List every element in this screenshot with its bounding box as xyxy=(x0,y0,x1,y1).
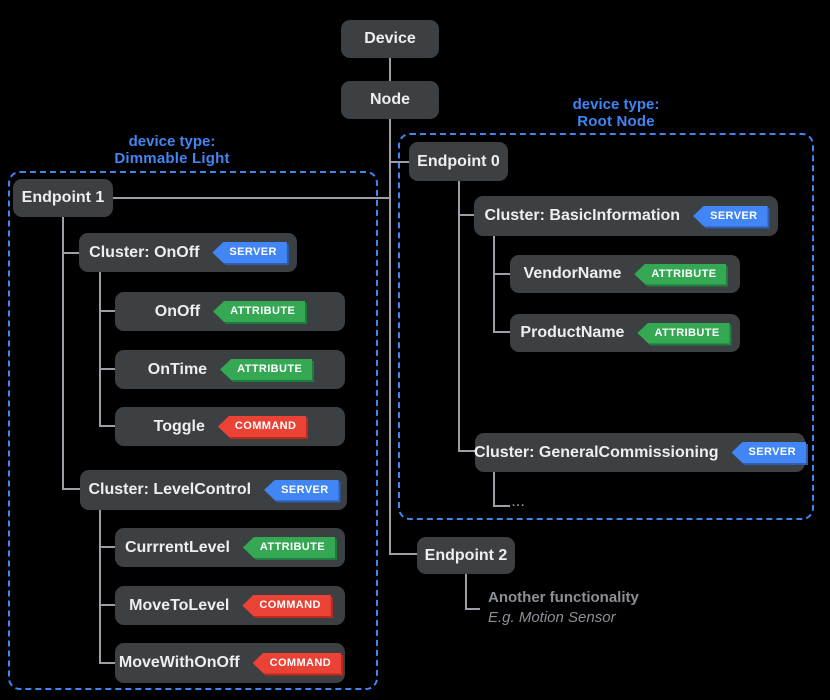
movetolevel-command-box: MoveToLevel COMMAND xyxy=(115,586,345,625)
server-badge: SERVER xyxy=(212,242,289,265)
attribute-badge: ATTRIBUTE xyxy=(634,263,729,287)
currrentlevel-label: CurrrentLevel xyxy=(124,538,230,556)
connector xyxy=(99,368,115,370)
connector xyxy=(389,119,391,555)
onoff-label: OnOff xyxy=(154,302,201,320)
connector xyxy=(465,608,480,610)
connector xyxy=(458,214,474,216)
ontime-label: OnTime xyxy=(147,360,208,378)
command-badge: COMMAND xyxy=(252,652,344,676)
cluster-levelcontrol-label: Cluster: LevelControl xyxy=(88,481,252,498)
server-badge: SERVER xyxy=(264,479,341,503)
endpoint-2-label: Endpoint 2 xyxy=(424,546,508,564)
endpoint-1-label: Endpoint 1 xyxy=(21,189,105,206)
connector xyxy=(465,573,467,610)
toggle-label: Toggle xyxy=(153,417,205,435)
endpoint-2-note: Another functionality E.g. Motion Sensor xyxy=(488,588,639,628)
attribute-badge: ATTRIBUTE xyxy=(213,301,308,324)
dimmable-light-group-outline xyxy=(8,171,378,690)
endpoint-0-box: Endpoint 0 xyxy=(409,142,508,181)
root-node-group-label: device type: Root Node xyxy=(466,96,766,130)
onoff-attribute-box: OnOff ATTRIBUTE xyxy=(115,292,345,331)
cluster-levelcontrol-box: Cluster: LevelControl SERVER xyxy=(80,470,347,510)
connector xyxy=(493,471,495,507)
cluster-basicinformation-label: Cluster: BasicInformation xyxy=(484,207,681,224)
connector xyxy=(99,510,101,664)
endpoint-2-note-line1: Another functionality xyxy=(488,589,639,606)
connector xyxy=(99,662,115,664)
connector xyxy=(493,235,495,333)
productname-attribute-box: ProductName ATTRIBUTE xyxy=(510,314,740,352)
connector xyxy=(389,58,391,82)
endpoint-1-box: Endpoint 1 xyxy=(13,179,113,217)
command-badge: COMMAND xyxy=(217,416,309,439)
vendorname-label: VendorName xyxy=(523,265,622,282)
connector xyxy=(458,450,475,452)
connector xyxy=(389,553,417,555)
dimmable-light-group-label: device type: Dimmable Light xyxy=(22,133,322,167)
cluster-basicinformation-box: Cluster: BasicInformation SERVER xyxy=(474,196,778,236)
currrentlevel-attribute-box: CurrrentLevel ATTRIBUTE xyxy=(115,528,345,567)
connector xyxy=(62,217,64,490)
device-box: Device xyxy=(341,20,439,58)
connector xyxy=(113,197,390,199)
connector xyxy=(99,604,115,606)
connector xyxy=(62,252,79,254)
connector xyxy=(493,505,510,507)
device-type-name: Root Node xyxy=(577,113,655,130)
connector xyxy=(62,488,80,490)
attribute-badge: ATTRIBUTE xyxy=(637,322,732,346)
cluster-onoff-box: Cluster: OnOff SERVER xyxy=(79,233,297,272)
connector xyxy=(99,546,115,548)
command-badge: COMMAND xyxy=(242,595,333,618)
toggle-command-box: Toggle COMMAND xyxy=(115,407,345,446)
connector xyxy=(99,425,115,427)
connector xyxy=(493,331,510,333)
cluster-generalcommissioning-box: Cluster: GeneralCommissioning SERVER xyxy=(474,433,808,472)
connector xyxy=(493,273,510,275)
movewithonoff-label: MoveWithOnOff xyxy=(118,654,240,671)
cluster-generalcommissioning-label: Cluster: GeneralCommissioning xyxy=(474,443,719,461)
node-label: Node xyxy=(370,91,410,108)
connector xyxy=(389,161,410,163)
movewithonoff-command-box: MoveWithOnOff COMMAND xyxy=(115,643,345,683)
endpoint-0-label: Endpoint 0 xyxy=(417,152,500,170)
vendorname-attribute-box: VendorName ATTRIBUTE xyxy=(510,255,740,293)
endpoint-2-box: Endpoint 2 xyxy=(417,537,515,574)
device-label: Device xyxy=(364,30,416,47)
device-type-caption: device type: xyxy=(572,96,660,113)
ontime-attribute-box: OnTime ATTRIBUTE xyxy=(115,350,345,389)
endpoint-2-note-line2: E.g. Motion Sensor xyxy=(488,609,616,626)
ellipsis-more-items: ... xyxy=(512,497,526,509)
server-badge: SERVER xyxy=(731,442,808,465)
node-box: Node xyxy=(341,81,439,119)
connector xyxy=(99,271,101,427)
device-type-caption: device type: xyxy=(128,133,216,150)
root-node-group-outline xyxy=(398,133,814,520)
server-badge: SERVER xyxy=(693,205,770,229)
cluster-onoff-label: Cluster: OnOff xyxy=(89,243,200,261)
device-type-name: Dimmable Light xyxy=(114,150,230,167)
productname-label: ProductName xyxy=(520,324,625,341)
movetolevel-label: MoveToLevel xyxy=(129,596,230,614)
connector xyxy=(99,310,115,312)
attribute-badge: ATTRIBUTE xyxy=(220,359,315,382)
attribute-badge: ATTRIBUTE xyxy=(242,537,338,560)
connector xyxy=(458,180,460,452)
